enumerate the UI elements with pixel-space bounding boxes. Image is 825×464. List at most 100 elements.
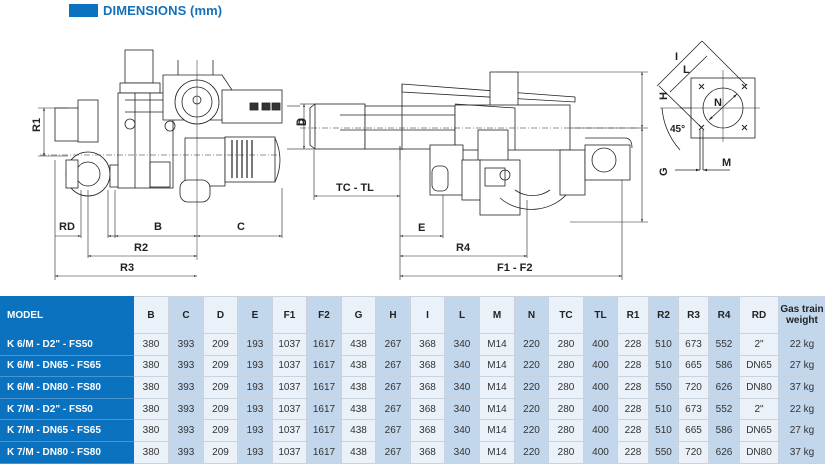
label-r2: R2 <box>134 242 148 254</box>
value-cell: 2" <box>739 397 779 421</box>
value-cell: 267 <box>375 419 411 442</box>
value-cell: 720 <box>678 376 709 399</box>
column-header-c: C <box>168 296 204 334</box>
value-cell: 193 <box>237 354 273 378</box>
value-cell: 228 <box>617 376 649 399</box>
value-cell: 340 <box>444 333 480 356</box>
model-cell: K 7/M - D2" - FS50 <box>0 397 134 421</box>
value-cell: 510 <box>648 419 679 442</box>
value-cell: 400 <box>583 376 618 399</box>
value-cell: 280 <box>548 419 584 442</box>
value-cell: 400 <box>583 397 618 421</box>
label-e: E <box>418 222 425 234</box>
model-cell: K 6/M - DN65 - FS65 <box>0 354 134 378</box>
value-cell: 228 <box>617 440 649 464</box>
value-cell: 626 <box>708 440 740 464</box>
value-cell: 380 <box>133 333 169 356</box>
model-cell: K 7/M - DN80 - FS80 <box>0 440 134 464</box>
value-cell: 340 <box>444 440 480 464</box>
column-header-gas-train-weight: Gas train weight <box>778 296 825 334</box>
value-cell: 193 <box>237 333 273 356</box>
technical-drawing: R1 RD B C R2 R3 D <box>0 20 825 292</box>
column-header-g: G <box>341 296 376 334</box>
label-n: N <box>714 97 722 109</box>
value-cell: 340 <box>444 354 480 378</box>
value-cell: 400 <box>583 440 618 464</box>
value-cell: 209 <box>203 333 238 356</box>
value-cell: 1617 <box>306 333 342 356</box>
value-cell: 228 <box>617 397 649 421</box>
value-cell: 550 <box>648 440 679 464</box>
value-cell: M14 <box>479 354 515 378</box>
side-view-dimensions <box>300 71 648 280</box>
column-header-m: M <box>479 296 515 334</box>
value-cell: DN80 <box>739 376 779 399</box>
value-cell: 220 <box>514 376 549 399</box>
value-cell: 27 kg <box>778 354 825 378</box>
value-cell: 720 <box>678 440 709 464</box>
column-header-b: B <box>133 296 169 334</box>
value-cell: 673 <box>678 397 709 421</box>
value-cell: 209 <box>203 354 238 378</box>
value-cell: 280 <box>548 376 584 399</box>
value-cell: 1037 <box>272 333 307 356</box>
column-header-n: N <box>514 296 549 334</box>
value-cell: 1617 <box>306 440 342 464</box>
value-cell: 393 <box>168 376 204 399</box>
value-cell: 220 <box>514 333 549 356</box>
column-header-r3: R3 <box>678 296 709 334</box>
value-cell: 380 <box>133 376 169 399</box>
column-header-r1: R1 <box>617 296 649 334</box>
label-tc-tl: TC - TL <box>336 182 374 194</box>
column-header-tc: TC <box>548 296 584 334</box>
value-cell: 368 <box>410 419 445 442</box>
side-view-labels: D TC - TL E R4 F1 - F2 H G <box>297 92 670 274</box>
value-cell: 267 <box>375 440 411 464</box>
label-g: G <box>658 167 670 176</box>
value-cell: 368 <box>410 354 445 378</box>
model-cell: K 6/M - D2" - FS50 <box>0 333 134 356</box>
flange-view <box>656 40 760 172</box>
value-cell: 368 <box>410 440 445 464</box>
value-cell: M14 <box>479 376 515 399</box>
value-cell: M14 <box>479 333 515 356</box>
value-cell: 665 <box>678 354 709 378</box>
column-header-tl: TL <box>583 296 618 334</box>
value-cell: M14 <box>479 397 515 421</box>
value-cell: 340 <box>444 419 480 442</box>
value-cell: 1617 <box>306 397 342 421</box>
value-cell: 220 <box>514 397 549 421</box>
value-cell: 280 <box>548 354 584 378</box>
value-cell: 400 <box>583 419 618 442</box>
value-cell: 1037 <box>272 419 307 442</box>
value-cell: 380 <box>133 440 169 464</box>
section-title: DIMENSIONS (mm) <box>69 3 222 18</box>
value-cell: 438 <box>341 354 376 378</box>
column-header-f2: F2 <box>306 296 342 334</box>
value-cell: 550 <box>648 376 679 399</box>
column-header-f1: F1 <box>272 296 307 334</box>
label-r1: R1 <box>31 118 43 132</box>
label-f1-f2: F1 - F2 <box>497 262 532 274</box>
value-cell: 340 <box>444 397 480 421</box>
value-cell: 1037 <box>272 397 307 421</box>
value-cell: 37 kg <box>778 440 825 464</box>
value-cell: 510 <box>648 354 679 378</box>
value-cell: M14 <box>479 419 515 442</box>
value-cell: 552 <box>708 397 740 421</box>
value-cell: 438 <box>341 333 376 356</box>
value-cell: 438 <box>341 419 376 442</box>
front-view-labels: R1 RD B C R2 R3 D <box>31 118 307 274</box>
value-cell: M14 <box>479 440 515 464</box>
value-cell: 228 <box>617 354 649 378</box>
model-cell: K 6/M - DN80 - FS80 <box>0 376 134 399</box>
value-cell: 193 <box>237 440 273 464</box>
value-cell: 2" <box>739 333 779 356</box>
value-cell: 400 <box>583 333 618 356</box>
column-header-r2: R2 <box>648 296 679 334</box>
value-cell: 37 kg <box>778 376 825 399</box>
